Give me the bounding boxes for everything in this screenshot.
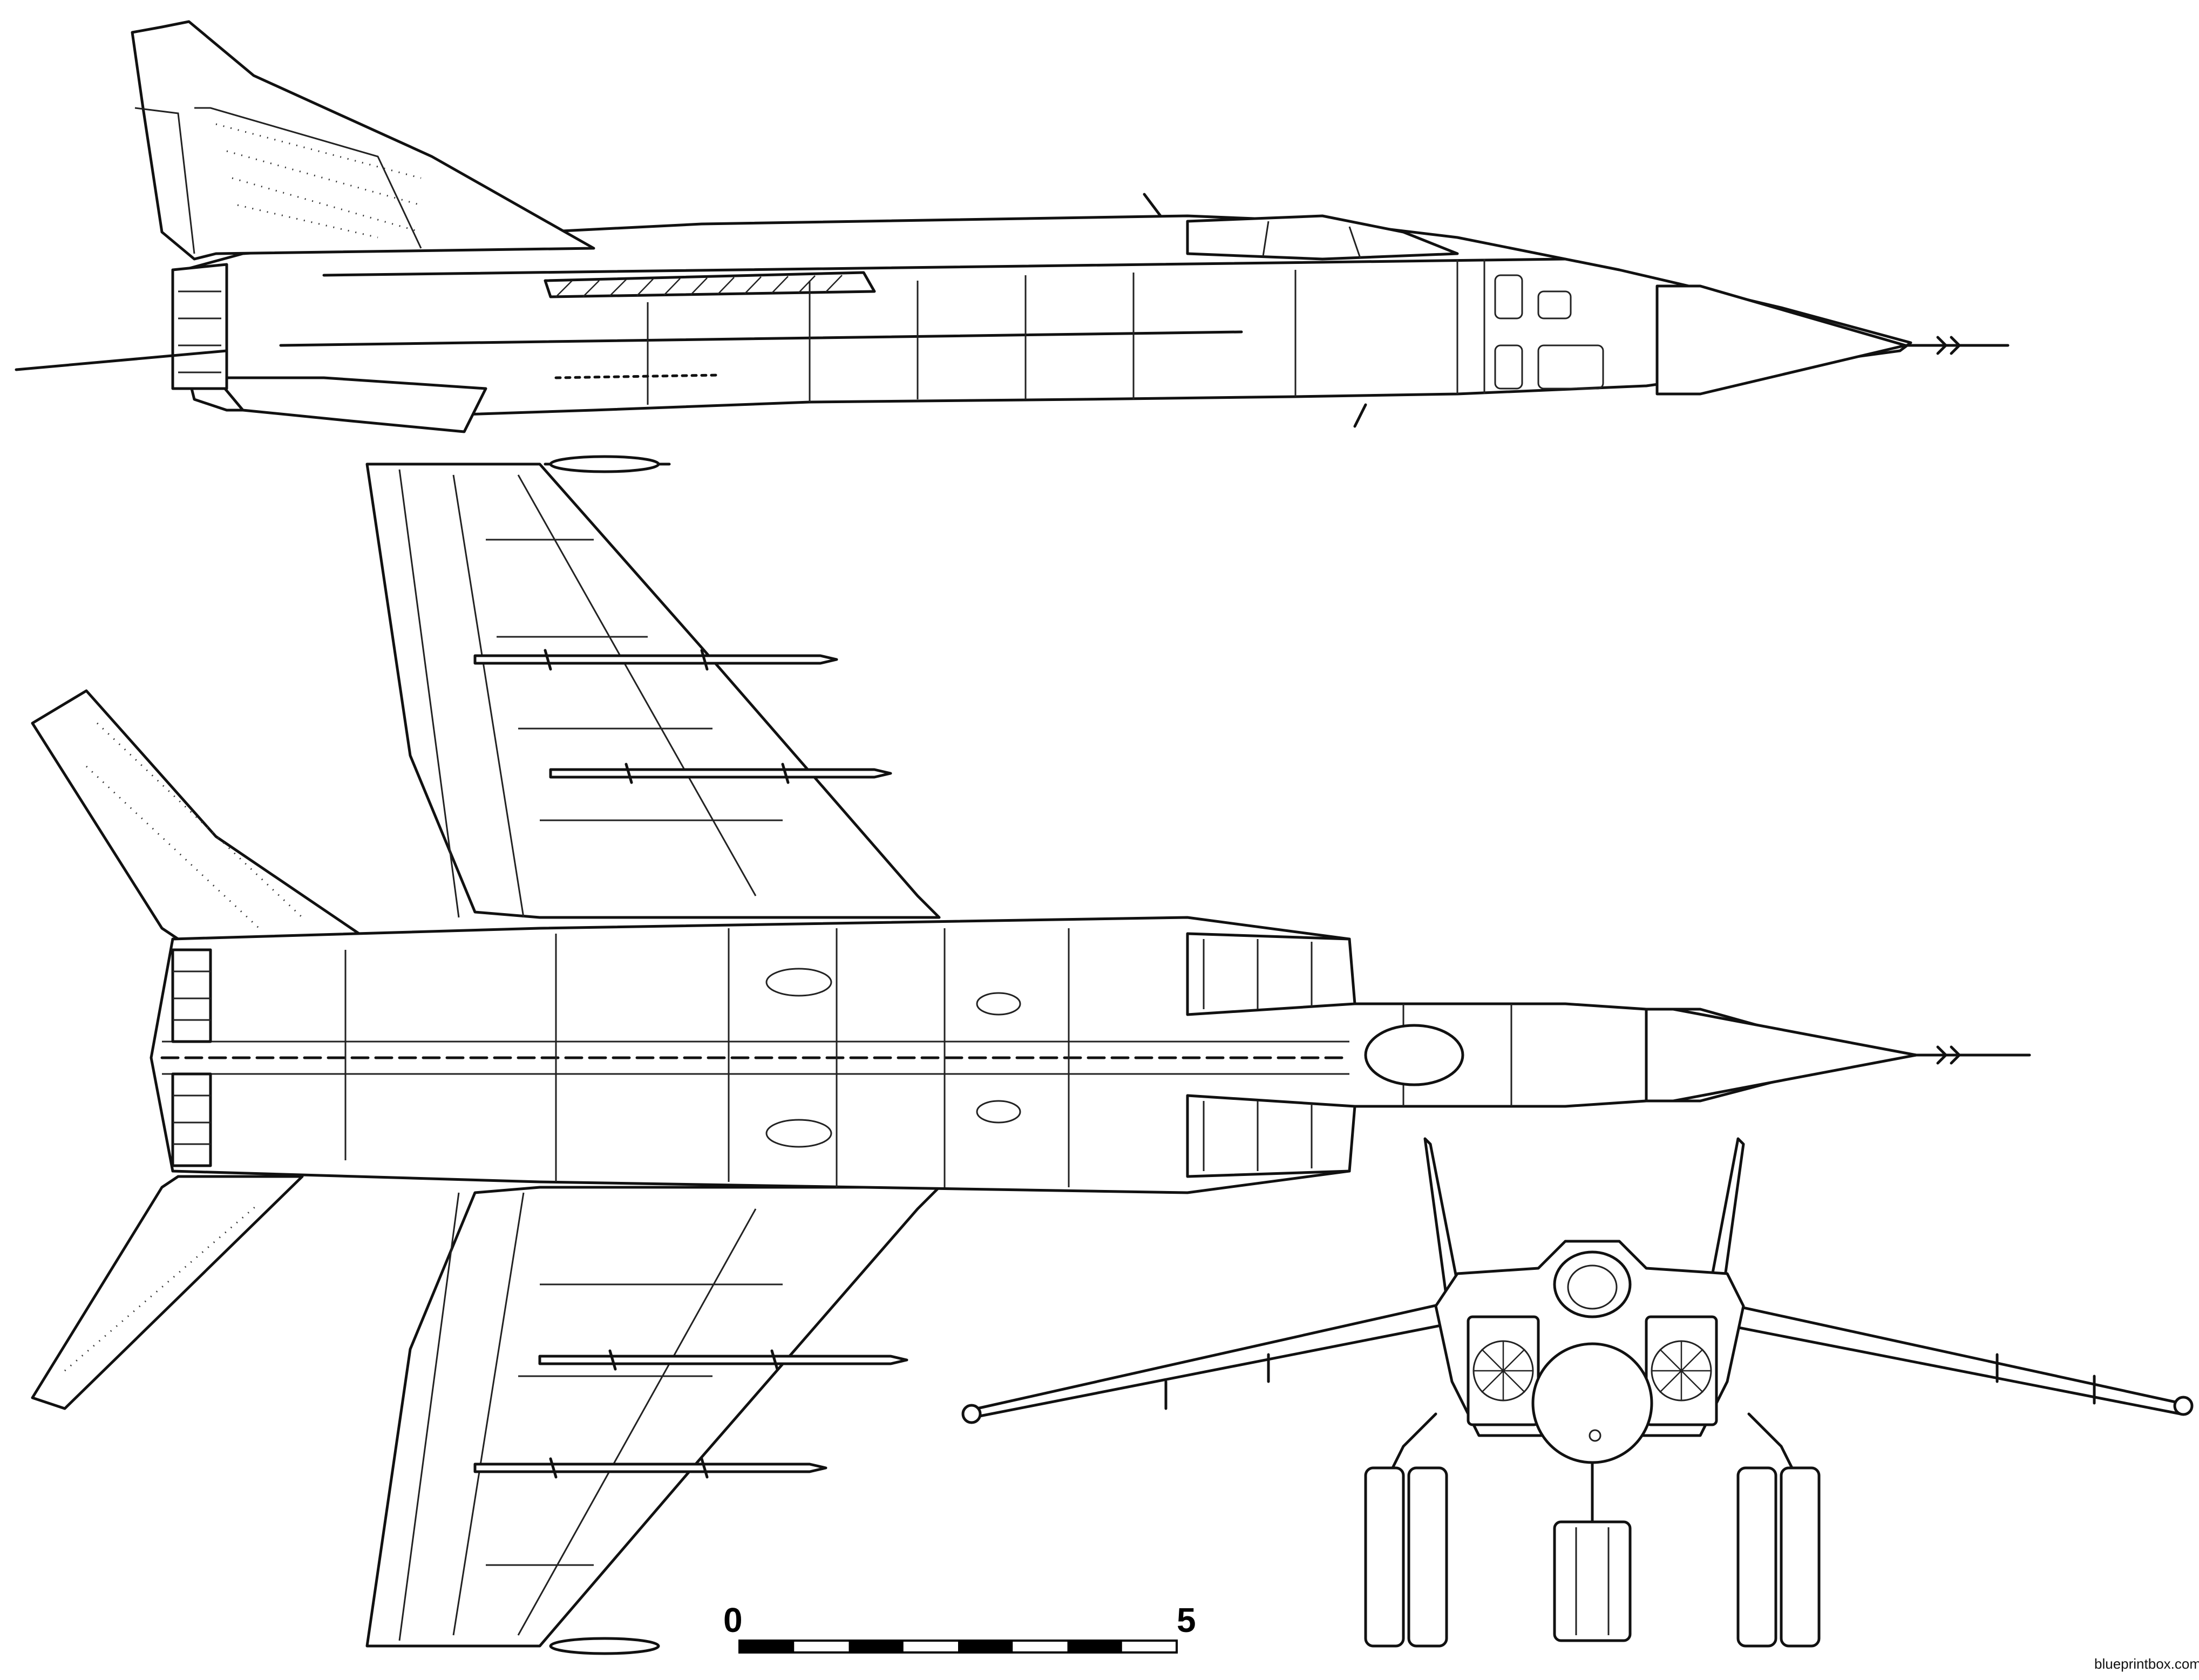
side-view-canopy: [1186, 214, 1459, 261]
scale-bar-segment: [958, 1641, 1013, 1652]
credit-text: blueprintbox.com: [2094, 1656, 2199, 1672]
scale-bar-end-label: 5: [1177, 1601, 1196, 1640]
side-view: [15, 20, 2010, 433]
top-view-upper-stabilizer: [31, 689, 369, 941]
scale-bar: [738, 1640, 1178, 1654]
scale-bar-start-label: 0: [723, 1601, 743, 1640]
side-view-ventral-fin: [214, 376, 487, 433]
top-view-missile-3: [538, 1349, 908, 1371]
top-view-canopy: [1364, 1024, 1464, 1086]
front-view-landing-gear: [1364, 1412, 1821, 1648]
top-view-missile-4: [473, 1457, 827, 1479]
top-view-lower-stabilizer: [31, 1175, 304, 1410]
top-view-lower-wing: [365, 1186, 941, 1648]
top-view: [31, 455, 2031, 1655]
side-view-fin: [131, 20, 595, 261]
front-view: [961, 1137, 2194, 1648]
side-view-nose-cone: [1655, 284, 1907, 396]
top-view-missile-1: [473, 649, 838, 671]
scale-bar-segment: [739, 1641, 795, 1652]
front-view-cockpit: [1553, 1250, 1632, 1318]
top-view-upper-wing: [365, 462, 941, 919]
scale-bar-segment: [1067, 1641, 1122, 1652]
scale-bar-segment: [849, 1641, 904, 1652]
front-view-right-wing: [1709, 1299, 2182, 1416]
top-view-missile-2: [549, 763, 892, 784]
front-view-radome: [1531, 1342, 1653, 1464]
front-view-left-wing: [975, 1299, 1459, 1418]
